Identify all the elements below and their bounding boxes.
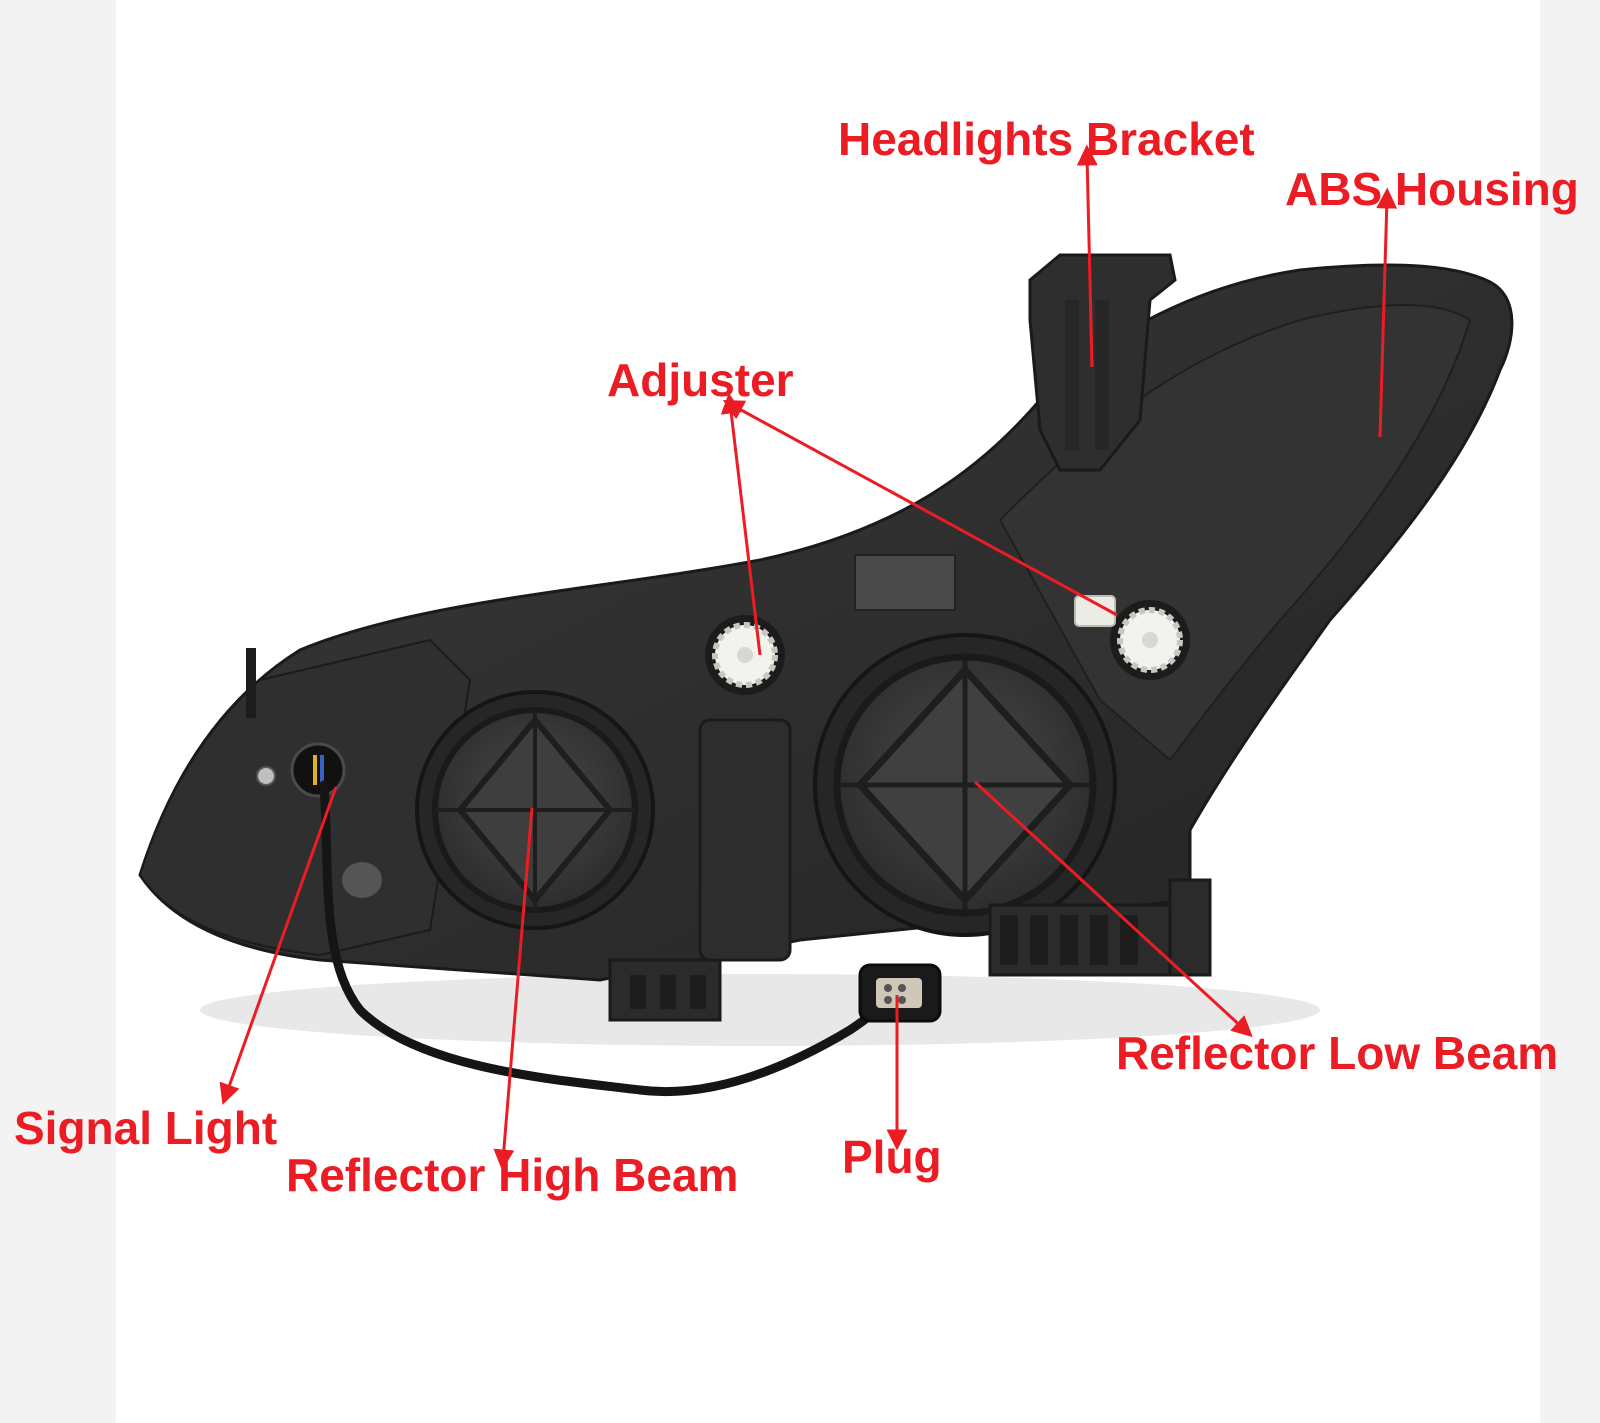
callout-line-abs-housing	[1376, 187, 1398, 438]
label-reflector-high-beam: Reflector High Beam	[286, 1149, 739, 1201]
callout-line-reflector-high-beam	[493, 807, 534, 1171]
ground-shadow	[200, 974, 1320, 1046]
socket-wire-blue	[320, 755, 324, 785]
label-plug: Plug	[842, 1131, 942, 1183]
lower-mounting-bracket-right	[988, 878, 1212, 977]
vent-cap	[342, 862, 382, 898]
signal-light-socket	[290, 742, 346, 798]
callout-line-adjuster-right	[722, 399, 1118, 617]
signal-light-housing	[138, 638, 472, 957]
reflector-low-beam-cap	[813, 633, 1117, 937]
plug-connector	[858, 963, 942, 1023]
signal-tab	[246, 648, 256, 718]
bracket-rib-1	[1065, 300, 1079, 450]
reflector-high-beam-cap	[415, 690, 655, 930]
label-reflector-low-beam: Reflector Low Beam	[1116, 1027, 1559, 1079]
callout-line-reflector-low-beam	[973, 780, 1253, 1038]
bracket-rib-2	[1095, 300, 1109, 450]
adjuster-gear-left	[705, 615, 785, 695]
callout-line-adjuster-left	[720, 392, 762, 656]
wire-harness	[319, 780, 915, 1097]
label-abs-housing: ABS Housing	[1285, 163, 1579, 215]
callout-line-headlights-bracket	[1076, 144, 1098, 368]
socket-wire-yellow	[313, 755, 317, 785]
label-plate	[854, 554, 956, 611]
center-housing-block	[698, 718, 792, 962]
label-signal-light: Signal Light	[14, 1102, 278, 1154]
label-headlights-bracket: Headlights Bracket	[838, 113, 1255, 165]
label-adjuster: Adjuster	[607, 354, 794, 406]
lower-mounting-bracket-left	[608, 958, 722, 1022]
callout-line-signal-light	[219, 786, 338, 1105]
screw	[256, 766, 276, 786]
adjuster-gear-right	[1074, 595, 1190, 680]
